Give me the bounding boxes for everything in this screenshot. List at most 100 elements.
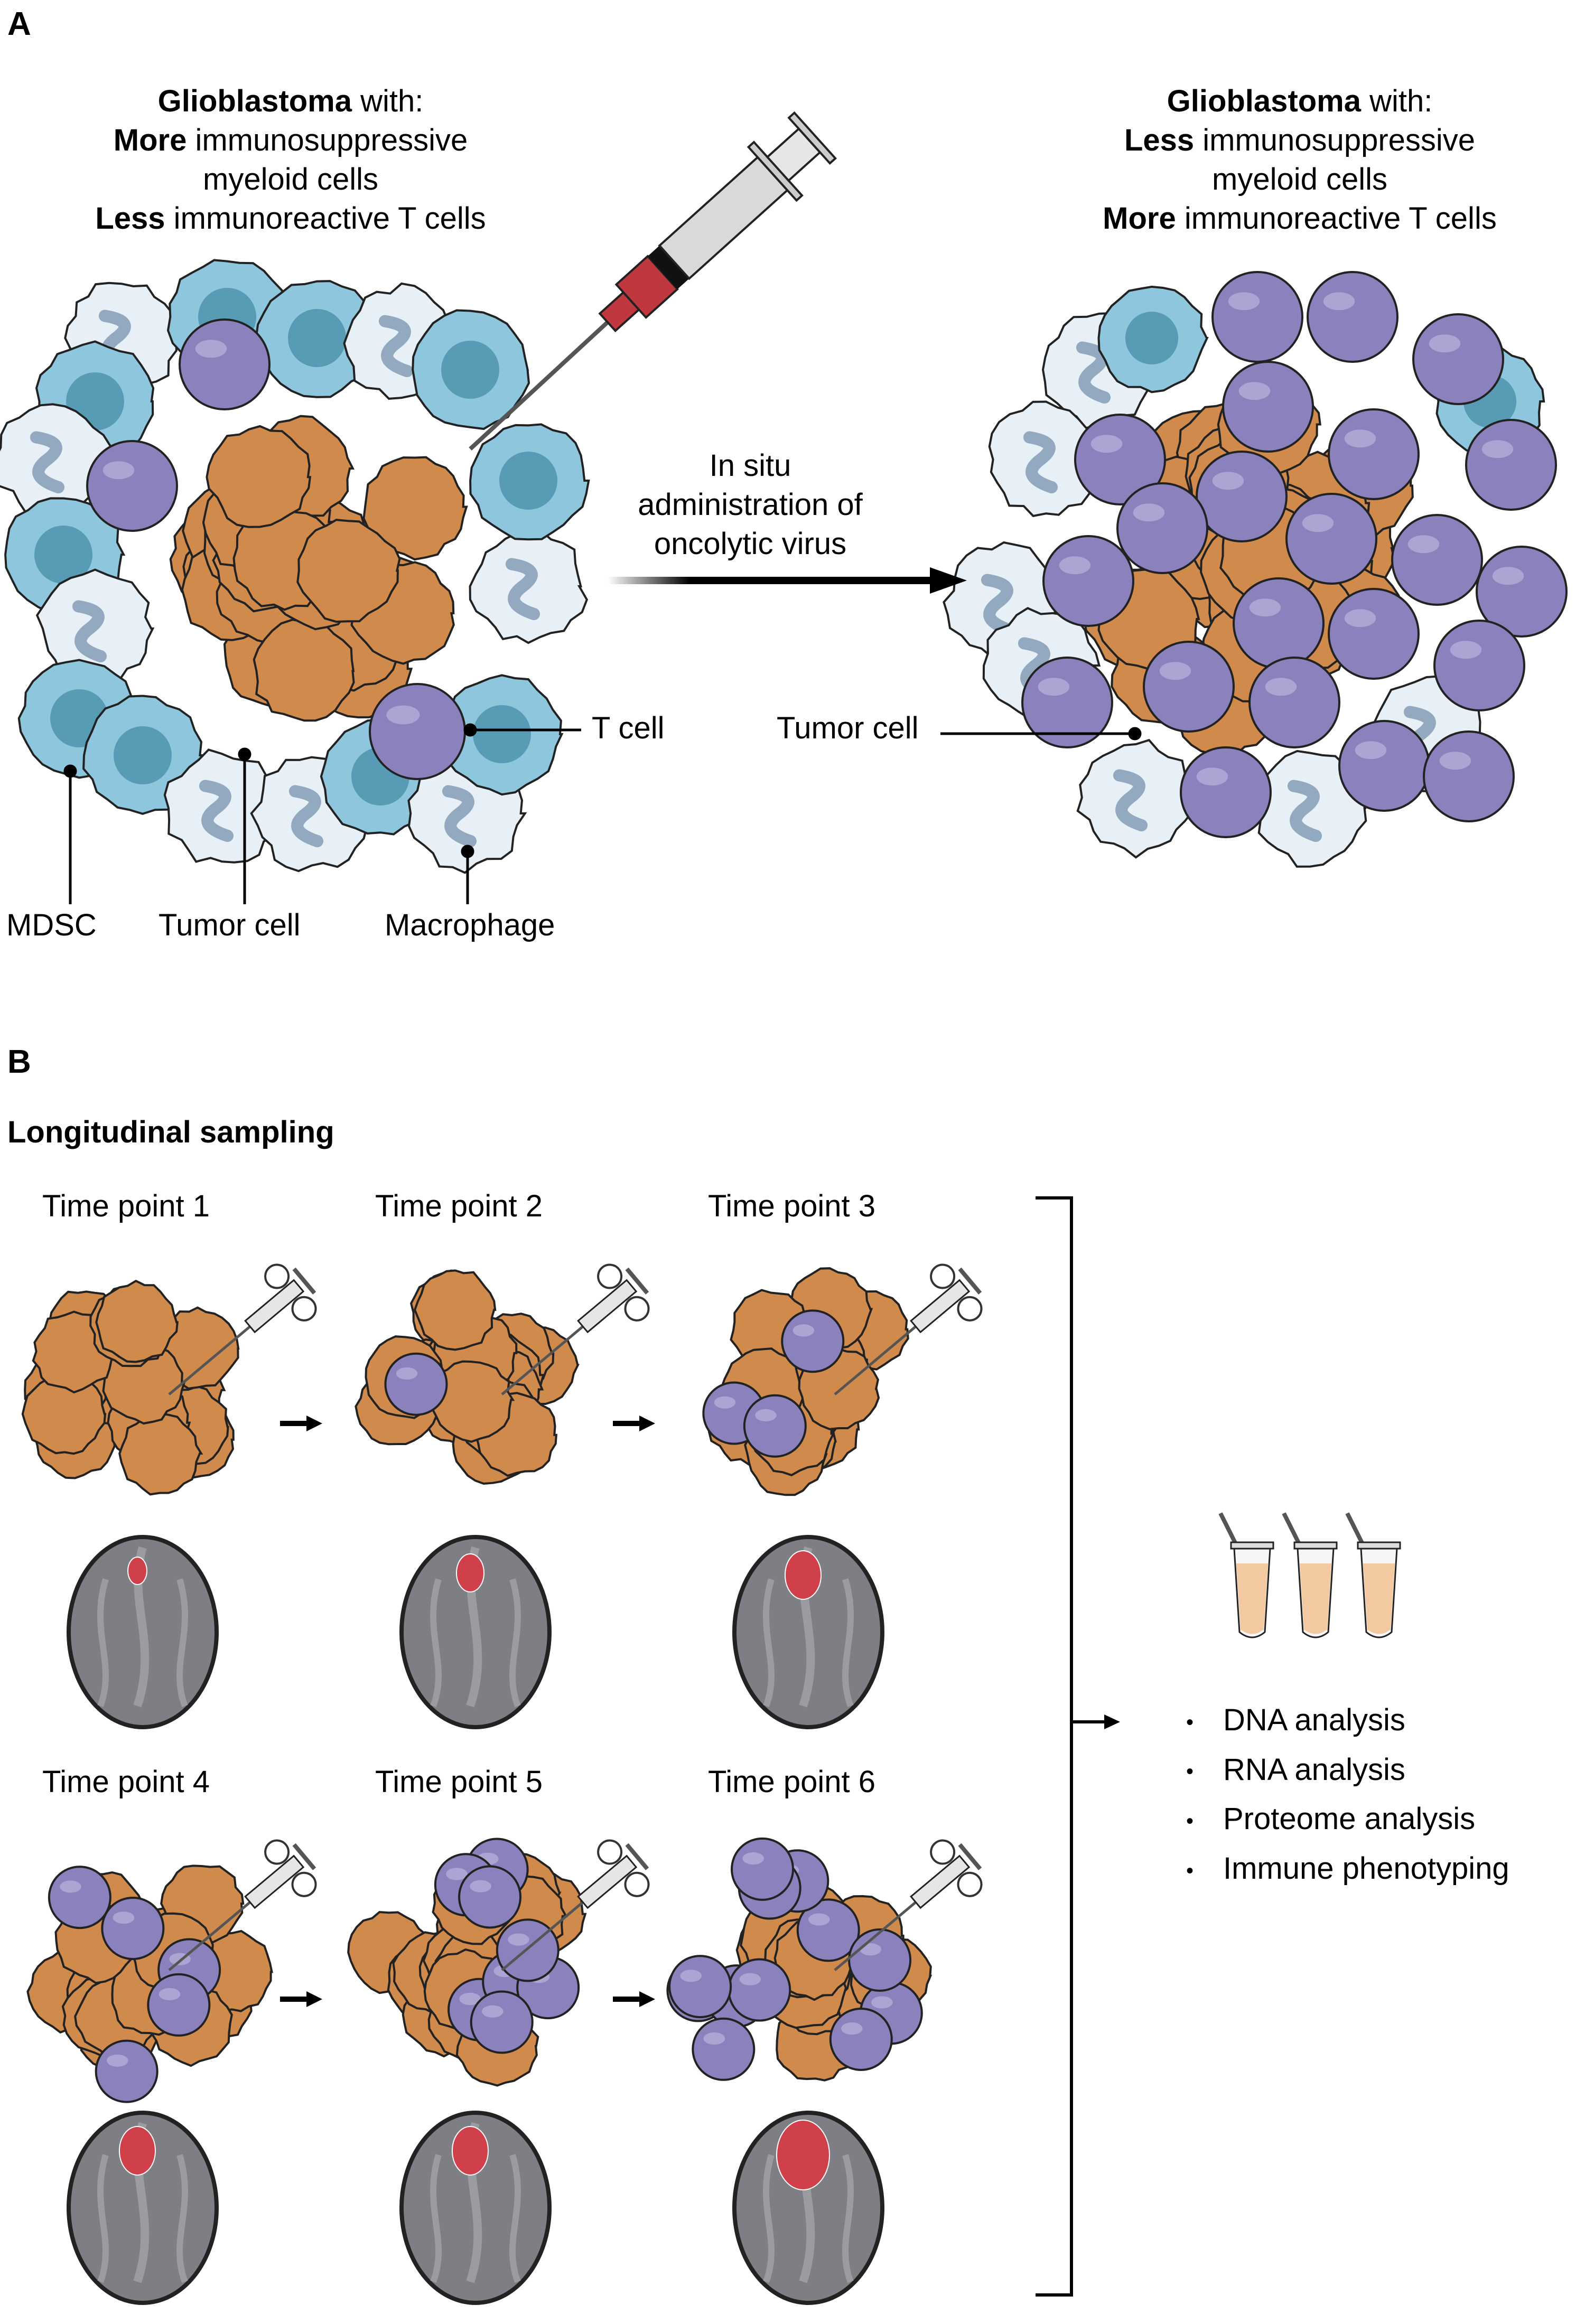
t-cell bbox=[743, 1394, 807, 1458]
time-point-label: Time point 2 bbox=[375, 1189, 543, 1223]
arrow-caption-line-1: In situ bbox=[709, 448, 791, 483]
sample-tubes bbox=[1218, 1512, 1401, 1638]
right-heading-bold-4: More bbox=[1103, 201, 1176, 236]
treatment-arrow bbox=[608, 567, 967, 594]
tumor-cell bbox=[118, 1412, 203, 1496]
tumor-lesion bbox=[452, 2126, 489, 2176]
t-cell bbox=[781, 1309, 845, 1373]
tumor-cell bbox=[362, 456, 468, 561]
sample-tube-icon bbox=[1282, 1512, 1338, 1638]
analysis-item: Immune phenotyping bbox=[1186, 1845, 1509, 1895]
biopsy-needle-icon bbox=[501, 1263, 650, 1395]
progression-arrow bbox=[613, 1416, 655, 1431]
biopsy-needle-icon bbox=[834, 1839, 983, 1971]
brain-mri-icon bbox=[399, 1535, 552, 1729]
leader-dot-tumor-right bbox=[1128, 727, 1142, 741]
left-tumor-cluster bbox=[0, 259, 1568, 874]
t-cell bbox=[470, 1990, 534, 2054]
time-point-illustration bbox=[666, 1837, 983, 2305]
right-heading-rest-2: immunosuppressive bbox=[1194, 123, 1476, 157]
biopsy-needle-icon bbox=[501, 1839, 650, 1971]
t-cell bbox=[668, 1955, 732, 2019]
brain-mri-icon bbox=[67, 2111, 219, 2305]
tumor-cell bbox=[413, 1269, 497, 1351]
arrow-caption-line-2: administration of bbox=[638, 488, 863, 522]
right-heading-line-3: myeloid cells bbox=[1212, 162, 1387, 196]
left-heading-bold-1: Glioblastoma bbox=[157, 84, 352, 118]
time-point-label: Time point 4 bbox=[42, 1765, 210, 1799]
tumor-cell bbox=[95, 1279, 179, 1363]
right-heading-bold-2: Less bbox=[1124, 123, 1195, 157]
tumor-lesion bbox=[127, 1557, 147, 1585]
leader-dot-tumor bbox=[238, 747, 251, 761]
right-heading-rest-4: immunoreactive T cells bbox=[1176, 201, 1497, 236]
label-macrophage: Macrophage bbox=[385, 908, 555, 942]
t-cell bbox=[458, 1865, 522, 1929]
time-point-label: Time point 5 bbox=[375, 1765, 543, 1799]
brain-mri-icon bbox=[732, 2111, 884, 2305]
t-cell bbox=[95, 2039, 158, 2103]
syringe-icon bbox=[469, 111, 837, 451]
biopsy-needle-icon bbox=[168, 1839, 317, 1971]
left-heading-bold-2: More bbox=[113, 123, 187, 157]
time-point-label: Time point 3 bbox=[708, 1189, 875, 1223]
label-tumor-cell-right: Tumor cell bbox=[777, 711, 919, 745]
left-heading-rest-4: immunoreactive T cells bbox=[165, 201, 486, 236]
tumor-lesion bbox=[456, 1553, 484, 1592]
brain-mri-icon bbox=[399, 2111, 552, 2305]
t-cell bbox=[728, 1958, 791, 2022]
label-mdsc: MDSC bbox=[6, 908, 97, 942]
brain-mri-icon bbox=[732, 1535, 884, 1729]
t-cell bbox=[384, 1352, 448, 1416]
right-heading: Glioblastoma with: Less immunosuppressiv… bbox=[1036, 82, 1564, 238]
tumor-lesion bbox=[119, 2126, 156, 2176]
arrow-caption-line-3: oncolytic virus bbox=[654, 527, 847, 561]
label-tumor-cell-left: Tumor cell bbox=[158, 908, 301, 942]
left-heading-rest-1: with: bbox=[352, 84, 424, 118]
time-point-illustration bbox=[347, 1838, 655, 2305]
left-heading-rest-2: immunosuppressive bbox=[187, 123, 468, 157]
t-cell bbox=[147, 1973, 211, 2037]
analysis-item: Proteome analysis bbox=[1186, 1795, 1509, 1845]
left-heading-line-3: myeloid cells bbox=[203, 162, 378, 196]
t-cell bbox=[101, 1896, 165, 1960]
t-cell bbox=[848, 1928, 912, 1992]
tumor-lesion bbox=[776, 2120, 830, 2190]
sample-tube-icon bbox=[1218, 1512, 1274, 1638]
time-point-illustration bbox=[26, 1839, 322, 2305]
left-heading: Glioblastoma with: More immunosuppressiv… bbox=[85, 82, 497, 238]
t-cell bbox=[48, 1866, 111, 1929]
t-cell bbox=[692, 2017, 756, 2081]
brain-mri-icon bbox=[67, 1535, 219, 1729]
leader-dot-mdsc bbox=[63, 764, 77, 778]
progression-arrow bbox=[280, 1416, 322, 1431]
time-point-illustration bbox=[702, 1263, 983, 1729]
t-cell bbox=[829, 2007, 893, 2071]
left-heading-bold-4: Less bbox=[95, 201, 165, 236]
analysis-item: DNA analysis bbox=[1186, 1697, 1509, 1746]
panel-b-letter: B bbox=[7, 1044, 31, 1080]
tumor-cell bbox=[206, 425, 312, 528]
biopsy-needle-icon bbox=[834, 1263, 983, 1395]
panel-b-title: Longitudinal sampling bbox=[7, 1115, 334, 1149]
tumor-lesion bbox=[785, 1550, 822, 1600]
t-cell bbox=[731, 1837, 795, 1901]
time-point-illustration bbox=[21, 1263, 322, 1729]
leader-dot-macrophage bbox=[461, 845, 474, 858]
leader-dot-t-cell bbox=[463, 723, 477, 737]
progression-arrow bbox=[280, 1991, 322, 2007]
analysis-item: RNA analysis bbox=[1186, 1746, 1509, 1796]
tumor-cell bbox=[253, 619, 355, 722]
right-heading-bold-1: Glioblastoma bbox=[1167, 84, 1362, 118]
bracket bbox=[1036, 1196, 1120, 2297]
panel-a-letter: A bbox=[7, 6, 31, 42]
label-t-cell: T cell bbox=[592, 711, 665, 745]
analysis-list: DNA analysis RNA analysis Proteome analy… bbox=[1186, 1697, 1509, 1895]
right-heading-rest-1: with: bbox=[1361, 84, 1433, 118]
arrow-caption: In situ administration of oncolytic viru… bbox=[613, 446, 888, 564]
sample-tube-icon bbox=[1345, 1512, 1401, 1638]
time-point-label: Time point 1 bbox=[42, 1189, 210, 1223]
biopsy-needle-icon bbox=[168, 1263, 317, 1395]
tumor-cell bbox=[296, 519, 401, 623]
leader-lines bbox=[63, 723, 1142, 904]
